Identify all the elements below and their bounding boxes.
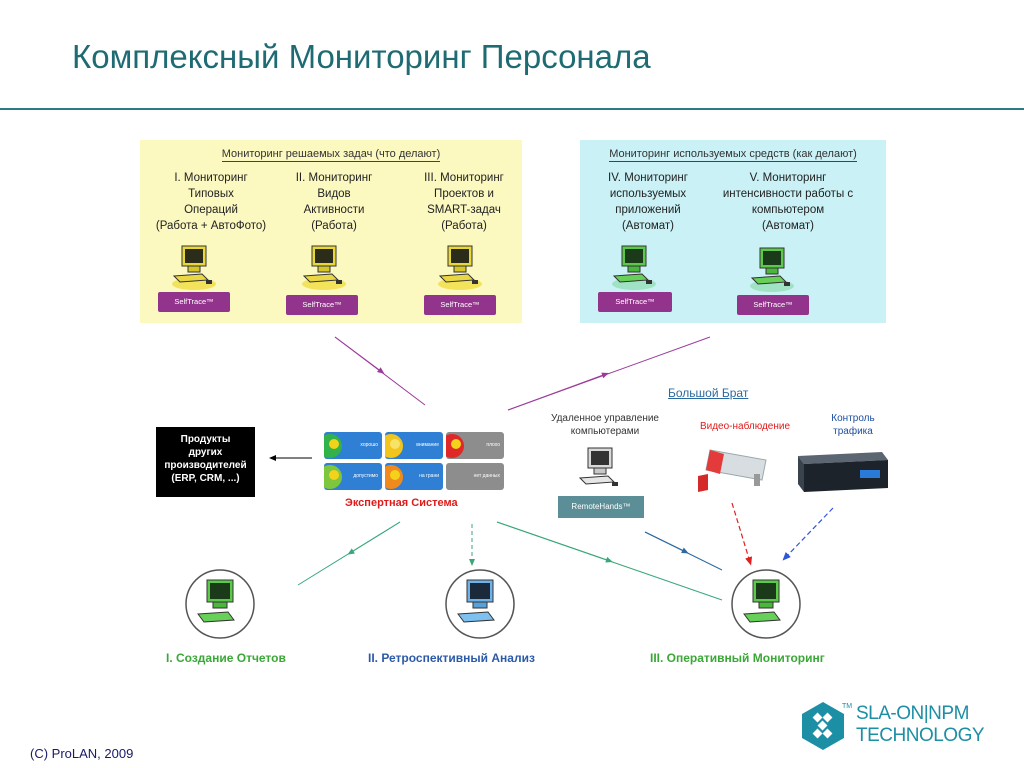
computer-icon [578,447,618,486]
col-line: используемых [609,188,687,200]
page-title: Комплексный Мониторинг Персонала [72,38,651,75]
computer-icon [750,247,794,292]
reports-computer-icon [185,569,255,639]
selftrace-badge: SelfTrace™ [158,292,230,312]
selftrace-badge: SelfTrace™ [424,295,496,315]
remote-control-label: Удаленное управление компьютерами [540,412,670,438]
computer-icon [302,245,346,290]
status-cell-no-data: нет данных [446,463,504,490]
col-line: (Автомат) [621,220,675,232]
remotehands-badge: RemoteHands™ [558,496,644,518]
selftrace-badge: SelfTrace™ [286,295,358,315]
products-line: (ERP, CRM, ...) [171,473,240,484]
logo-tm: TM [842,703,853,710]
operative-computer-icon [731,569,801,639]
col-line: Типовых [188,188,234,200]
computer-icon [438,245,482,290]
traffic-line: трафика [833,426,873,437]
remote-line: компьютерами [570,426,640,437]
tools-column-1: IV. Мониторинг используемых приложений (… [592,170,704,234]
tasks-column-3: III. Мониторинг Проектов и SMART-задач (… [406,170,522,234]
tools-panel-heading: Мониторинг используемых средств (как дел… [609,148,857,162]
col-line: интенсивности работы с [722,188,854,200]
expert-system-title: Экспертная Система [345,497,458,509]
col-line: (Работа) [311,220,357,232]
remote-line: Удаленное управление [551,413,659,424]
selftrace-badge: SelfTrace™ [737,295,809,315]
video-surveillance-label: Видео-наблюдение [699,421,791,432]
output-analysis-label: II. Ретроспективный Анализ [368,651,535,665]
col-line: III. Мониторинг [424,172,504,184]
computer-icon [172,245,216,290]
output-operative-label: III. Оперативный Мониторинг [650,651,825,665]
col-line: V. Мониторинг [749,172,827,184]
tasks-column-2: II. Мониторинг Видов Активности (Работа) [280,170,388,234]
logo-line-1: SLA-ON|NPM [856,703,969,724]
products-line: Продукты [180,434,231,445]
status-cell-borderline: на грани [385,463,443,490]
copyright-footer: (C) ProLAN, 2009 [30,746,134,761]
products-line: производителей [164,460,247,471]
output-reports-label: I. Создание Отчетов [166,651,286,665]
products-line: других [188,447,223,458]
col-line: IV. Мониторинг [608,172,688,184]
tasks-panel-heading: Мониторинг решаемых задач (что делают) [221,148,441,162]
col-line: (Работа) [441,220,487,232]
camera-icon [698,449,767,492]
server-icon [798,452,888,492]
expert-status-grid: хорошо внимание плохо допустимо на грани… [324,432,504,492]
col-line: Видов [317,188,351,200]
status-cell-bad: плохо [446,432,504,459]
logo-line-2: TECHNOLOGY [856,725,985,746]
col-line: I. Мониторинг [174,172,248,184]
traffic-line: Контроль [831,413,875,424]
status-cell-good: хорошо [324,432,382,459]
computer-icon [612,245,656,290]
analysis-computer-icon [445,569,515,639]
col-line: Операций [184,204,238,216]
tools-column-2: V. Мониторинг интенсивности работы с ком… [708,170,868,234]
col-line: II. Мониторинг [295,172,373,184]
col-line: приложений [615,204,681,216]
big-brother-link[interactable]: Большой Брат [668,386,749,400]
col-line: (Работа + АвтоФото) [155,220,267,232]
status-cell-acceptable: допустимо [324,463,382,490]
col-line: Активности [303,204,365,216]
tasks-column-1: I. Мониторинг Типовых Операций (Работа +… [150,170,272,234]
sla-on-logo-icon [802,702,844,750]
col-line: Проектов и [434,188,494,200]
status-cell-attention: внимание [385,432,443,459]
col-line: (Автомат) [761,220,815,232]
title-divider [0,108,1024,110]
selftrace-badge: SelfTrace™ [598,292,672,312]
col-line: компьютером [751,204,825,216]
third-party-products-box: Продукты других производителей (ERP, CRM… [156,427,255,497]
traffic-control-label: Контроль трафика [818,412,888,438]
col-line: SMART-задач [427,204,501,216]
